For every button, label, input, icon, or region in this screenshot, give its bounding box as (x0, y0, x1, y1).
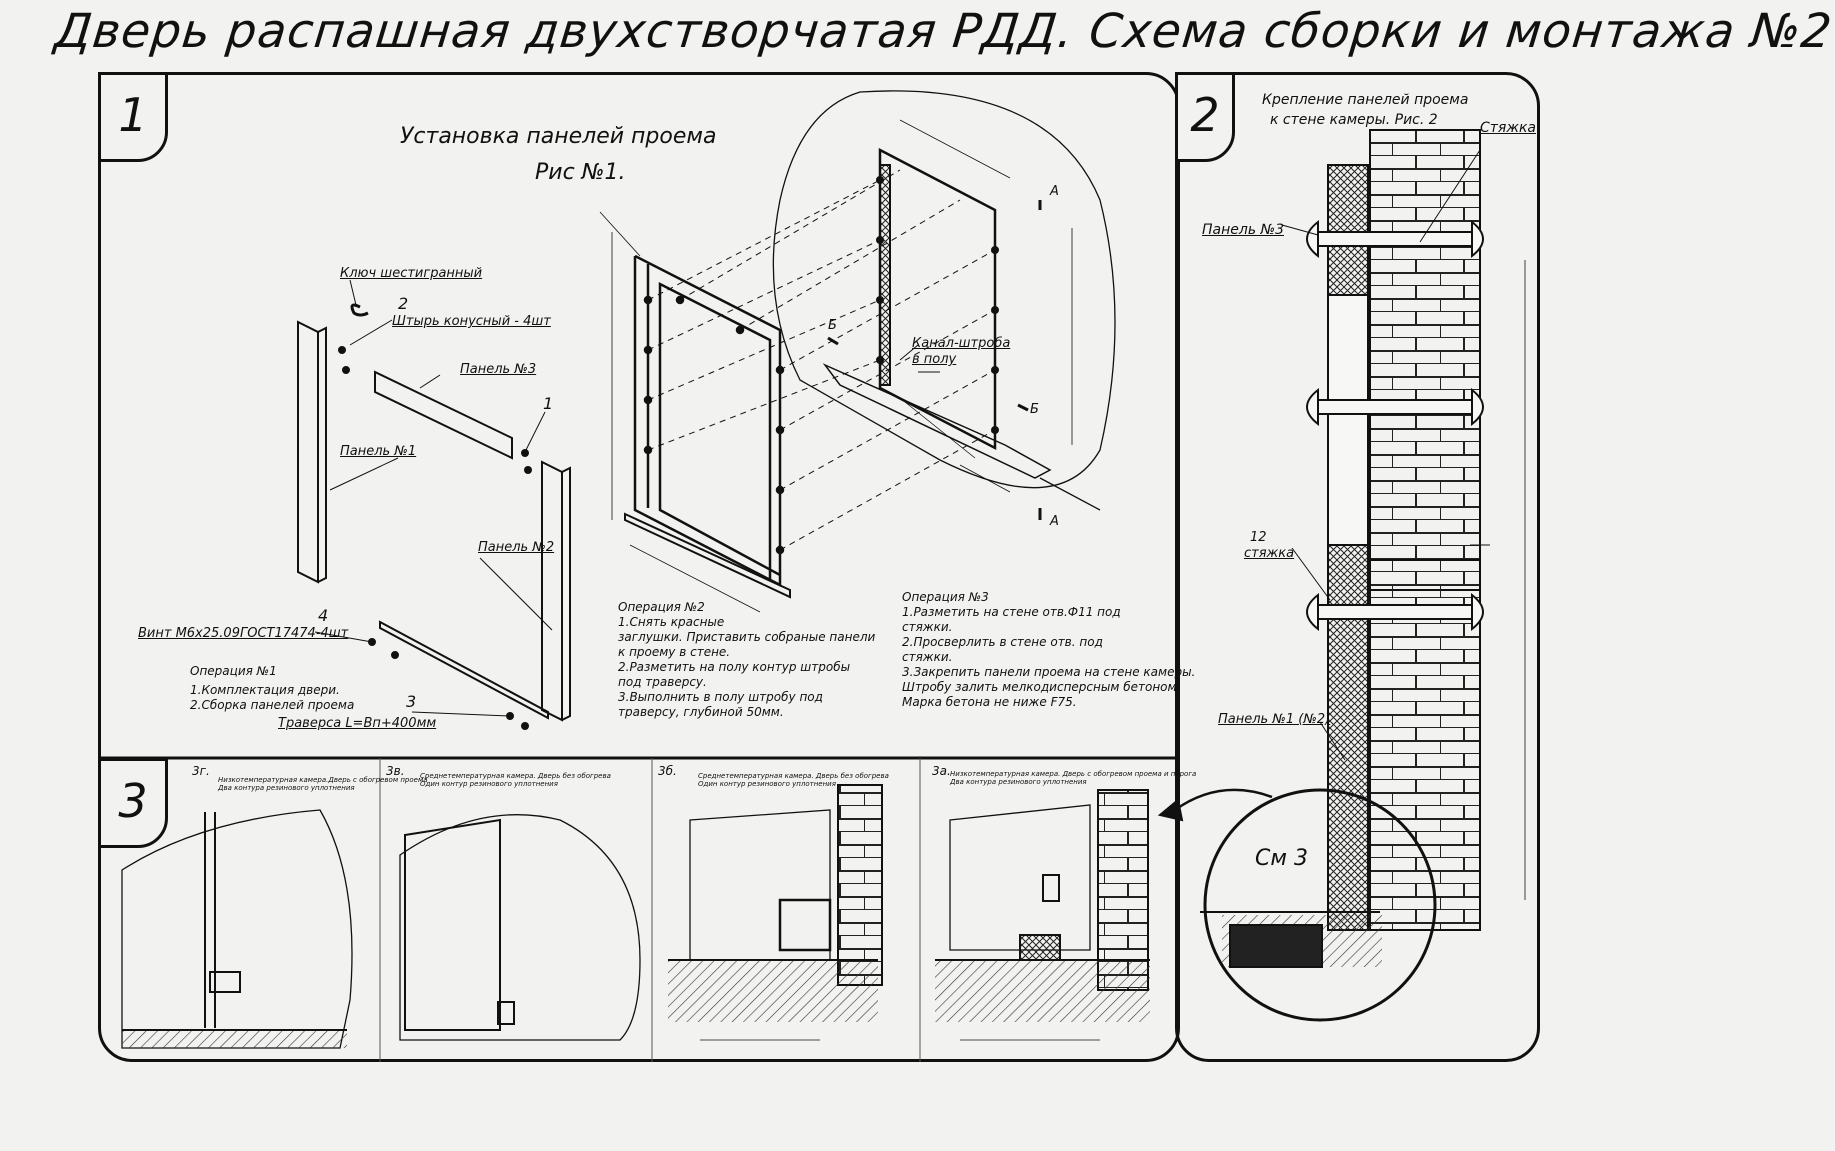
operation-3: Операция №3 1.Разметить на стене отв.Ф11… (902, 590, 1195, 710)
detail-3g-tag: 3г. (192, 764, 210, 778)
operation-2: Операция №2 1.Снять красные заглушки. Пр… (618, 600, 875, 720)
panel-1-assembled-frame (624, 254, 791, 599)
detail-3b-note-line1: Среднетемпературная камера. Дверь без об… (698, 772, 889, 780)
mark-a-bottom: А (1050, 514, 1059, 529)
label-traverse: Траверса L=Вп+400мм (278, 716, 437, 731)
detail-3v-note-line1: Среднетемпературная камера. Дверь без об… (420, 772, 611, 780)
panel-2-frame (1175, 72, 1540, 1062)
label-panel-2-p1: Панель №2 (478, 540, 555, 555)
label-hex-key: Ключ шестигранный (340, 266, 483, 281)
operation-2-line: заглушки. Приставить собраные панели (618, 630, 876, 644)
panel-2-number: 2 (1175, 72, 1235, 162)
detail-3a-note-line2: Два контура резинового уплотнения (950, 778, 1087, 786)
label-num-4: 4 (318, 606, 329, 625)
operation-3-line: стяжки. (902, 650, 953, 664)
operation-3-title: Операция №3 (902, 590, 989, 604)
operation-2-line: 3.Выполнить в полу штробу под (618, 690, 823, 704)
panel-3-detail-3a (935, 789, 1150, 1041)
panel-1-exploded-assembly (297, 279, 571, 730)
panel-1-frame (98, 72, 1180, 1062)
label-tie-mid: стяжка (1244, 546, 1295, 561)
detail-3g-note-line1: Низкотемпературная камера.Дверь с обогре… (218, 776, 428, 784)
panel-1-wall-opening (599, 90, 1116, 613)
operation-3-line: стяжки. (902, 620, 953, 634)
mark-b-right: Б (1030, 402, 1039, 417)
label-num-2: 2 (398, 294, 409, 313)
label-num-1: 1 (543, 394, 554, 413)
operation-2-line: под траверсу. (618, 675, 707, 689)
operation-3-line: 1.Разметить на стене отв.Ф11 под (902, 605, 1121, 619)
operation-2-line: к проему в стене. (618, 645, 731, 659)
detail-3v-note-line2: Один контур резинового уплотнения (420, 780, 558, 788)
operation-1: Операция №1 1.Комплектация двери. 2.Сбор… (190, 664, 354, 713)
panel-3-detail-3b (668, 784, 883, 1041)
label-panel-1-2-p2: Панель №1 (№2) (1218, 712, 1331, 727)
operation-2-line: 1.Снять красные (618, 615, 725, 629)
label-tie-num: 12 (1250, 530, 1267, 545)
panel-3-detail-3g (121, 809, 353, 1049)
panel-3-number: 3 (98, 758, 168, 848)
operation-1-line: 1.Комплектация двери. (190, 683, 340, 697)
operation-1-title: Операция №1 (190, 664, 277, 678)
mark-b-left: Б (828, 318, 837, 333)
operation-3-line: Марка бетона не ниже F75. (902, 695, 1077, 709)
label-panel-3-p2: Панель №3 (1202, 222, 1284, 238)
panel-2-heading-line1: Крепление панелей проема (1262, 92, 1469, 108)
panel-2-heading-line2: к стене камеры. Рис. 2 (1270, 112, 1438, 128)
label-panel-1-p1: Панель №1 (340, 444, 417, 459)
operation-2-line: траверсу, глубиной 50мм. (618, 705, 784, 719)
drawing-canvas (98, 90, 1526, 1062)
detail-3a-note-line1: Низкотемпературная камера. Дверь с обогр… (950, 770, 1197, 778)
operation-3-line: Штробу залить мелкодисперсным бетоном (902, 680, 1177, 694)
detail-3a-tag: 3а. (932, 764, 951, 778)
panel-2-wall-section (1157, 129, 1526, 1022)
label-screw: Винт М6х25.09ГОСТ17474-4шт (138, 626, 349, 641)
label-tie-top: Стяжка (1480, 120, 1536, 136)
panel-1-heading-line1: Установка панелей проема (400, 124, 717, 149)
label-see-3: См 3 (1255, 846, 1308, 871)
operation-3-line: 2.Просверлить в стене отв. под (902, 635, 1103, 649)
label-channel-line2: в полу (912, 352, 957, 367)
panel-1-heading-line2: Рис №1. (535, 160, 626, 185)
detail-3b-tag: 3б. (658, 764, 677, 778)
operation-3-line: 3.Закрепить панели проема на стене камер… (902, 665, 1196, 679)
operation-2-line: 2.Разметить на полу контур штробы (618, 660, 851, 674)
label-panel-3-p1: Панель №3 (460, 362, 537, 377)
detail-3b-note-line2: Один контур резинового уплотнения (698, 780, 836, 788)
detail-3v-tag: 3в. (386, 764, 405, 778)
label-conical-pin: Штырь конусный - 4шт (392, 314, 551, 329)
detail-3g-note-line2: Два контура резинового уплотнения (218, 784, 355, 792)
label-channel-line1: Канал-штроба (912, 336, 1011, 351)
operation-2-title: Операция №2 (618, 600, 705, 614)
mark-a-top: А (1050, 184, 1059, 199)
label-num-3: 3 (406, 692, 417, 711)
panel-1-number: 1 (98, 72, 168, 162)
operation-1-line: 2.Сборка панелей проема (190, 698, 355, 712)
panel-3-detail-3v (399, 814, 641, 1041)
